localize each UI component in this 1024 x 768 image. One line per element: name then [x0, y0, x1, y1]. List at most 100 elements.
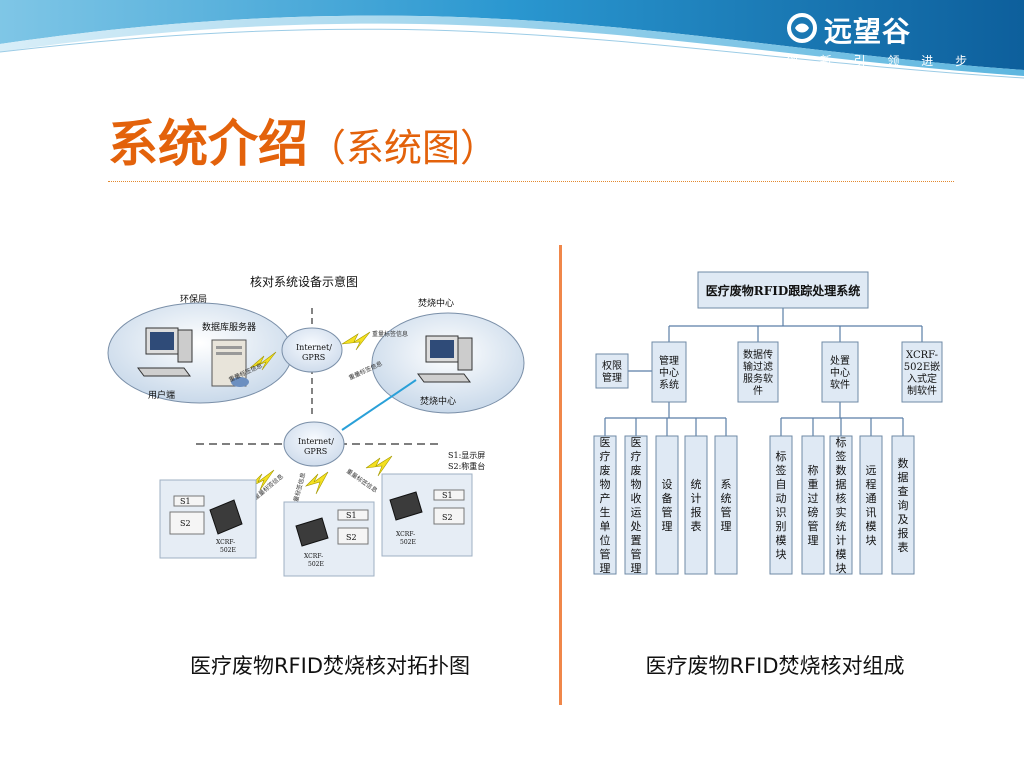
org-root-label: 医疗废物RFID跟踪处理系统	[706, 283, 861, 298]
org-level3-char: 位	[600, 533, 611, 547]
org-level2-box	[821, 341, 859, 403]
org-level2-label: 权限	[602, 359, 622, 372]
org-level3-char: 单	[600, 520, 611, 533]
org-level3-box	[684, 435, 708, 575]
org-level3-char: 过	[808, 492, 819, 505]
org-level3-char: 医	[600, 436, 611, 449]
slide-title: 系统介绍（系统图）	[108, 104, 498, 173]
reader-device-icon	[209, 499, 243, 535]
company-logo: 远望谷 创 新 引 领 进 步	[786, 8, 986, 72]
org-level3-char: 生	[600, 505, 611, 519]
internet-cloud-top	[281, 327, 343, 373]
org-root-box	[697, 271, 869, 309]
org-level3-char: 管	[600, 547, 611, 561]
device-s2-box	[169, 511, 205, 535]
org-level3-char: 物	[631, 477, 642, 491]
reader-label-line1: XCRF-	[304, 553, 323, 560]
zone-incin-ellipse	[371, 312, 525, 414]
org-level3-char: 模	[866, 520, 877, 533]
zone-epb-label: 环保局	[180, 293, 207, 305]
org-level3-box	[859, 435, 883, 575]
internet-top-line1: Internet/	[296, 343, 332, 352]
org-level2-label: 软件	[830, 378, 850, 391]
device-s1-label: S1	[346, 511, 357, 520]
org-level3-box	[829, 435, 853, 575]
org-level3-char: 签	[836, 449, 847, 463]
org-level2-label: 处置	[830, 355, 850, 367]
org-level3-char: 称	[808, 463, 819, 477]
org-level3-char: 实	[836, 505, 847, 519]
org-level2-label: 管理	[659, 354, 679, 367]
org-level3-char: 理	[721, 520, 732, 533]
org-level3-box	[655, 435, 679, 575]
legend-s1: S1:显示屏	[448, 451, 485, 460]
org-level3-box	[769, 435, 793, 575]
org-level3-char: 产	[600, 491, 611, 505]
lightning-icon	[304, 471, 329, 495]
org-chart: 医疗废物RFID跟踪处理系统 权限管理管理中心系统数据传输过滤服务软件处置中心软…	[593, 271, 943, 575]
org-level3-char: 通	[866, 492, 877, 505]
org-level3-char: 废	[600, 463, 611, 477]
org-level3-box	[891, 435, 915, 575]
org-level3-char: 疗	[600, 449, 611, 463]
topology-diagram: 核对系统设备示意图 环保局 数据库服务器 用户端 焚烧中心 焚烧中心 Inter…	[107, 274, 525, 577]
device-s1-label: S1	[180, 497, 191, 506]
header-wave-band	[0, 0, 1024, 79]
org-level3-char: 程	[866, 478, 877, 491]
computer-icon-epb	[137, 327, 193, 377]
org-level3-char: 数	[898, 457, 909, 470]
org-level3-char: 数	[836, 464, 847, 477]
org-level3-char: 模	[776, 534, 787, 547]
internet-mid-line2: GPRS	[304, 447, 327, 456]
org-level3-char: 表	[691, 519, 702, 533]
org-level3-char: 收	[631, 491, 642, 505]
org-level3-char: 签	[776, 463, 787, 477]
org-level3-char: 理	[631, 562, 642, 575]
org-level3-char: 表	[898, 540, 909, 554]
link-line	[341, 379, 417, 431]
org-level3-char: 统	[691, 478, 702, 491]
org-level3-char: 报	[691, 505, 702, 519]
zone-incin-label: 焚烧中心	[418, 297, 454, 309]
org-level3-char: 块	[866, 534, 877, 547]
internet-top-line2: GPRS	[302, 353, 325, 362]
org-level2-label: 制软件	[907, 384, 937, 397]
internet-cloud-middle	[283, 421, 345, 467]
org-level3-char: 远	[866, 464, 877, 477]
org-level3-char: 块	[776, 548, 787, 561]
title-main: 系统介绍	[108, 115, 308, 173]
device-s2-box	[337, 527, 369, 545]
org-level3-char: 医	[631, 436, 642, 449]
org-level3-char: 系	[721, 478, 732, 491]
lightning-icon	[341, 331, 371, 351]
org-level3-char: 重	[808, 477, 819, 491]
org-level3-char: 磅	[808, 505, 819, 519]
db-server-label: 数据库服务器	[202, 321, 256, 333]
org-level2-box	[901, 341, 943, 403]
org-level2-label: 中心	[830, 366, 850, 379]
org-level3-char: 据	[898, 470, 909, 484]
org-level2-label: 件	[753, 385, 763, 397]
reader-label-line1: XCRF-	[396, 531, 415, 538]
org-level3-char: 计	[836, 534, 847, 547]
logo-emblem-icon	[787, 13, 817, 43]
org-level3-box	[801, 435, 825, 575]
lightning-icon	[247, 469, 275, 491]
org-level3-char: 查	[898, 484, 909, 498]
title-underline	[108, 181, 954, 182]
device-s2-label: S2	[346, 533, 357, 542]
caption-topology: 医疗废物RFID焚烧核对拓扑图	[189, 654, 471, 678]
org-level3-char: 运	[631, 506, 642, 519]
org-level3-char: 管	[808, 519, 819, 533]
org-level3-char: 动	[776, 492, 787, 505]
link-label-6: 重量标签信息	[345, 467, 379, 494]
org-level2-box	[651, 341, 687, 403]
lightning-icon	[365, 455, 393, 477]
org-level3-char: 询	[898, 499, 909, 512]
org-level3-char: 及	[898, 513, 909, 526]
device-s2-box	[433, 507, 465, 525]
org-level3-char: 处	[631, 520, 642, 533]
org-level3-char: 管	[721, 505, 732, 519]
org-level3-char: 据	[836, 477, 847, 491]
device-s2-label: S2	[442, 513, 453, 522]
